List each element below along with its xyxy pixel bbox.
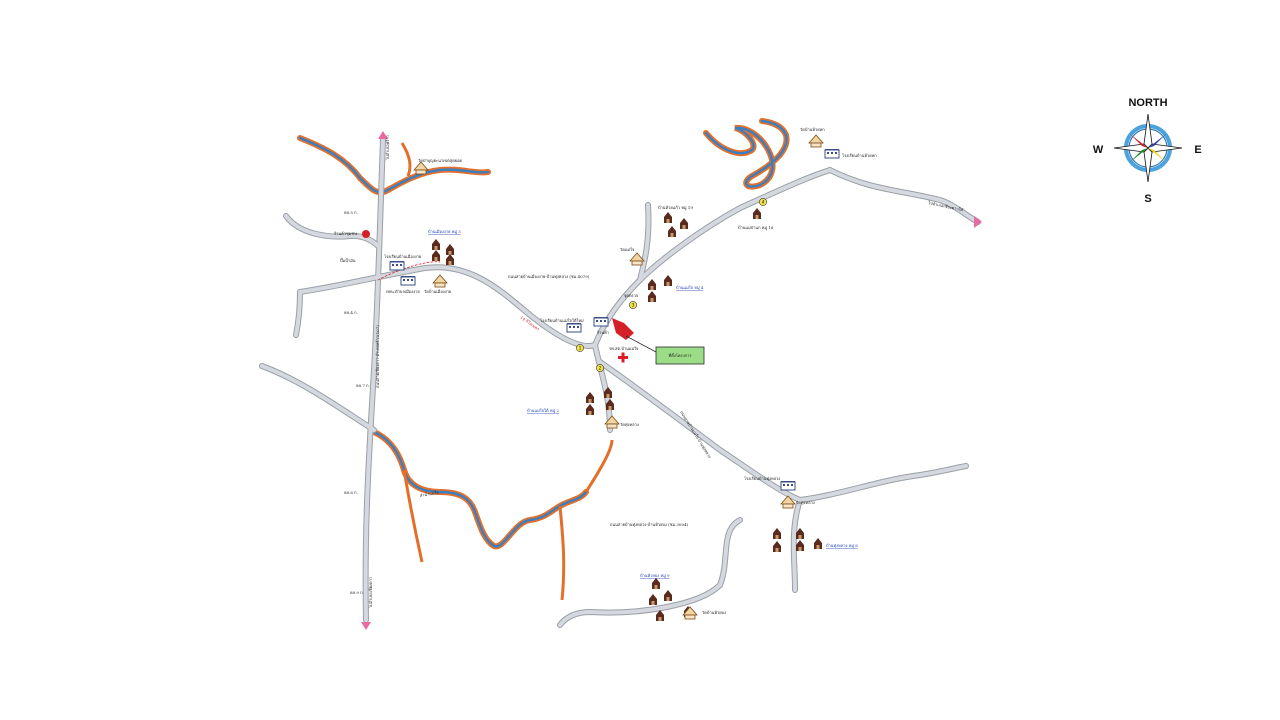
school-2-icon xyxy=(566,322,582,333)
main-road-top-label: ไปอำเภอพร้าว xyxy=(385,135,390,161)
svg-text:บ้านห้วยบง หมู่ 9: บ้านห้วยบง หมู่ 9 xyxy=(640,573,670,579)
main-road-bottom-label: ไปอำเภอเชียงดาว xyxy=(368,577,373,609)
north-road-arrow xyxy=(378,131,388,139)
road-network xyxy=(259,137,981,628)
hospital-cross-icon xyxy=(618,352,628,363)
svg-text:ถนนสายบ้านทุ่งหลวง-บ้านห้วยบง: ถนนสายบ้านทุ่งหลวง-บ้านห้วยบง (ชม.3004) xyxy=(610,522,689,528)
red-marker-icon xyxy=(362,230,370,238)
compass-south-label: S xyxy=(1144,193,1151,205)
school-1b-icon xyxy=(400,275,416,286)
svg-text:วัดแม่ใจ: วัดแม่ใจ xyxy=(620,247,634,252)
svg-text:โรงเรียนบ้านห้วยหก: โรงเรียนบ้านห้วยหก xyxy=(842,153,877,158)
village-1-houses xyxy=(432,239,454,265)
temple-4-icon xyxy=(808,134,824,148)
svg-text:วัดบ้านเมืองงาย: วัดบ้านเมืองงาย xyxy=(424,289,451,294)
village-4-houses xyxy=(664,212,688,237)
svg-text:4: 4 xyxy=(762,200,765,205)
svg-text:รพ.สต.บ้านแม่ใจ: รพ.สต.บ้านแม่ใจ xyxy=(609,346,638,351)
temple-3-icon xyxy=(629,252,645,266)
svg-text:บ้านทุ่งหลวง หมู่ 8: บ้านทุ่งหลวง หมู่ 8 xyxy=(826,543,858,549)
road-se-label: ถนนสายบ้านแม่ใจ-บ้านทุ่งหลวง xyxy=(678,410,712,460)
site-callout-line xyxy=(625,335,657,353)
temple-top-icon xyxy=(413,161,429,175)
svg-text:วัดบ้านห้วยบง: วัดบ้านห้วยบง xyxy=(702,610,726,615)
svg-text:บ้านแม่ใจใต้ หมู่ 2: บ้านแม่ใจใต้ หมู่ 2 xyxy=(527,408,559,414)
svg-text:1: 1 xyxy=(579,346,582,351)
svg-text:ที่ตั้งโครงการ: ที่ตั้งโครงการ xyxy=(668,351,692,358)
svg-text:88.5 ก.: 88.5 ก. xyxy=(344,210,358,215)
compass-east-label: E xyxy=(1194,144,1201,156)
river-northeast xyxy=(703,118,790,190)
svg-text:88.4 ก.: 88.4 ก. xyxy=(344,310,358,315)
svg-text:วัดป่าบุญยะนาเขตสุดยอด: วัดป่าบุญยะนาเขตสุดยอด xyxy=(418,158,463,164)
school-5-icon xyxy=(780,480,796,491)
svg-text:โรงเรียนบ้านเมืองงาย: โรงเรียนบ้านเมืองงาย xyxy=(384,254,421,259)
svg-text:กศน.ตำบลเมืองงาย: กศน.ตำบลเมืองงาย xyxy=(386,289,420,294)
svg-text:โรงเรียนบ้านแม่ใจใต้ใหม่: โรงเรียนบ้านแม่ใจใต้ใหม่ xyxy=(540,318,584,323)
south-road-arrow xyxy=(361,622,371,630)
svg-text:3: 3 xyxy=(632,303,635,308)
river-south xyxy=(371,429,614,601)
svg-text:บ้านห้วยแก้ว หมู่ 19: บ้านห้วยแก้ว หมู่ 19 xyxy=(658,205,693,211)
school-4-icon xyxy=(824,148,840,159)
compass-north-label: NORTH xyxy=(1128,97,1167,109)
map-labels: ไปอำเภอพร้าว ไปอำเภอเชียงดาว ถนนสายเชียง… xyxy=(334,127,964,615)
svg-text:บ้านเมืองงาย หมู่ 3: บ้านเมืองงาย หมู่ 3 xyxy=(428,229,461,235)
svg-text:88.6 ก.: 88.6 ก. xyxy=(344,490,358,495)
temple-6-icon xyxy=(682,606,698,620)
village-3-houses xyxy=(648,275,672,302)
project-site-icon xyxy=(612,318,634,340)
svg-text:วัดทุ่งหลวง: วัดทุ่งหลวง xyxy=(620,422,639,428)
compass-west-label: W xyxy=(1093,144,1104,156)
river-west xyxy=(297,135,491,196)
compass-rose: NORTH S W E xyxy=(1093,97,1202,205)
river-label: ลำน้ำแม่ใจ xyxy=(419,488,439,498)
main-road-side-label: ถนนสายเชียงดาว-อำเภอพร้าว(107) xyxy=(375,325,380,388)
svg-text:โรงเรียนบ้านทุ่งหลวง: โรงเรียนบ้านทุ่งหลวง xyxy=(744,476,780,482)
svg-text:จุดตรวจ: จุดตรวจ xyxy=(624,293,638,299)
temple-1-icon xyxy=(432,274,448,288)
km-markers: 1 2 3 4 xyxy=(576,198,767,372)
svg-text:88.7 ก.: 88.7 ก. xyxy=(356,383,370,388)
svg-text:ถนนสายบ้านเมืองงาย-บ้านทุ่งหลว: ถนนสายบ้านเมืองงาย-บ้านทุ่งหลวง (ชม.4079… xyxy=(508,274,590,280)
village-5-houses xyxy=(753,208,761,219)
school-1-icon xyxy=(389,260,405,271)
village-6-houses xyxy=(773,528,822,552)
svg-text:2: 2 xyxy=(599,366,602,371)
svg-text:ร้านค้าชุมชน: ร้านค้าชุมชน xyxy=(334,231,357,237)
east-road-arrow xyxy=(974,216,982,228)
svg-text:ปั๊มน้ำมัน: ปั๊มน้ำมัน xyxy=(340,256,356,263)
svg-text:วัดบ้านห้วยหก: วัดบ้านห้วยหก xyxy=(800,127,825,132)
project-site-callout: ที่ตั้งโครงการ xyxy=(655,346,705,365)
svg-text:88.9 ก.: 88.9 ก. xyxy=(350,590,364,595)
shop-2-icon xyxy=(593,316,609,327)
svg-text:บ้านแม่ใจ หมู่ 4: บ้านแม่ใจ หมู่ 4 xyxy=(676,285,704,291)
svg-text:วัดทุ่งหลวง: วัดทุ่งหลวง xyxy=(796,500,815,506)
svg-text:บ้านแม่ป่าแก หมู่ 18: บ้านแม่ป่าแก หมู่ 18 xyxy=(738,225,774,231)
svg-text:ร้านค้า: ร้านค้า xyxy=(597,330,609,335)
